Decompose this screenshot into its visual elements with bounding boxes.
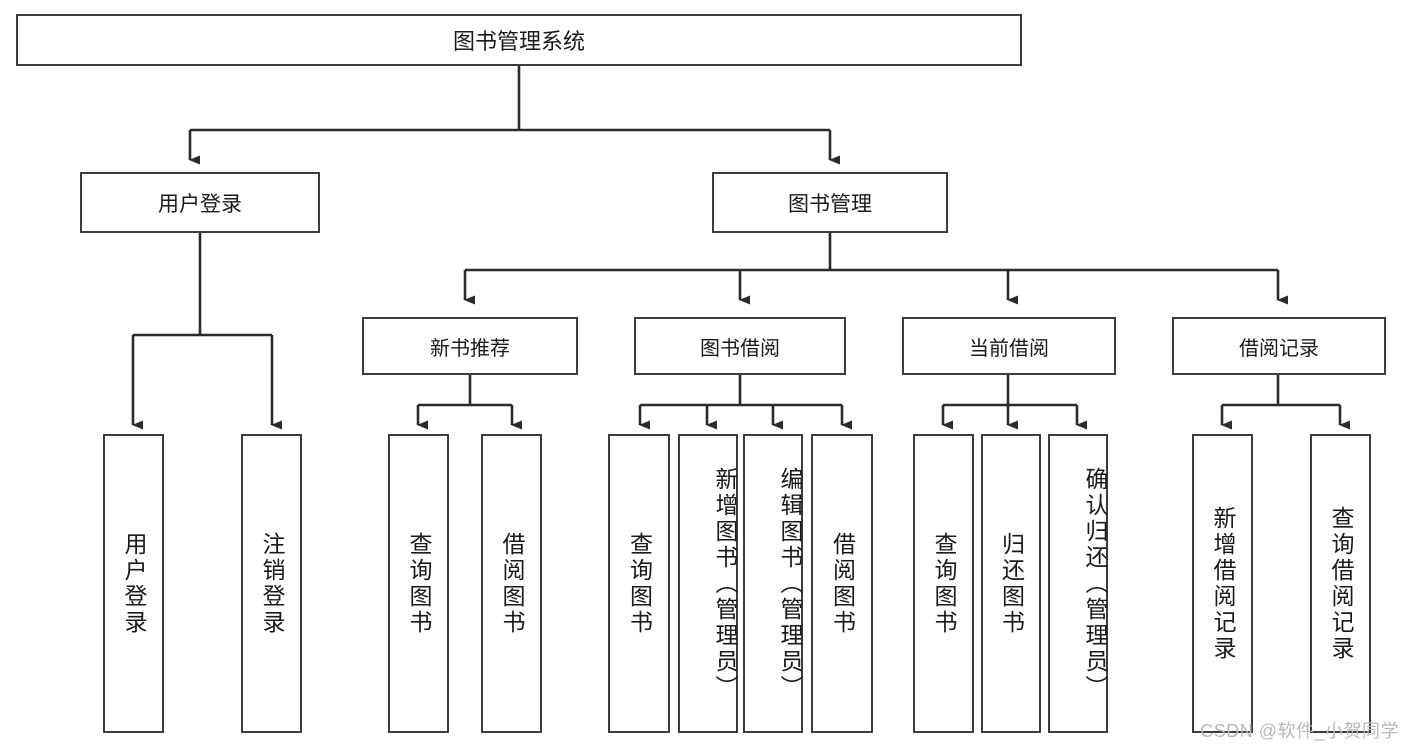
node-leaf-add-book[interactable]: 新增图书（管理员） bbox=[678, 434, 738, 733]
node-leaf-query-book-3-label: 查询图书 bbox=[931, 531, 957, 636]
csdn-watermark: CSDN @软件_小贺同学 bbox=[1200, 721, 1399, 741]
node-leaf-confirm-return-label: 确认归还（管理员） bbox=[1082, 466, 1108, 701]
node-borrow-record[interactable]: 借阅记录 bbox=[1172, 317, 1386, 375]
node-new-book-recommend-label: 新书推荐 bbox=[430, 337, 510, 360]
node-leaf-confirm-return[interactable]: 确认归还（管理员） bbox=[1048, 434, 1108, 733]
node-leaf-query-book-3[interactable]: 查询图书 bbox=[913, 434, 974, 733]
node-leaf-query-record-label: 查询借阅记录 bbox=[1328, 505, 1354, 662]
node-leaf-return-book[interactable]: 归还图书 bbox=[981, 434, 1041, 733]
node-leaf-return-book-label: 归还图书 bbox=[998, 531, 1025, 636]
node-leaf-borrow-book-2[interactable]: 借阅图书 bbox=[811, 434, 873, 733]
node-leaf-borrow-book-1-label: 借阅图书 bbox=[499, 531, 525, 636]
node-leaf-user-login[interactable]: 用户登录 bbox=[103, 434, 164, 733]
node-leaf-borrow-book-2-label: 借阅图书 bbox=[829, 531, 856, 636]
node-current-borrow-label: 当前借阅 bbox=[969, 337, 1049, 360]
node-leaf-query-book-1-label: 查询图书 bbox=[406, 531, 432, 636]
node-book-management[interactable]: 图书管理 bbox=[712, 172, 948, 233]
node-leaf-query-book-2-label: 查询图书 bbox=[626, 531, 653, 636]
node-leaf-borrow-book-1[interactable]: 借阅图书 bbox=[481, 434, 542, 733]
node-leaf-query-book-1[interactable]: 查询图书 bbox=[388, 434, 449, 733]
node-leaf-add-book-label: 新增图书（管理员） bbox=[712, 466, 738, 701]
node-book-borrow-label: 图书借阅 bbox=[700, 337, 780, 360]
node-leaf-edit-book[interactable]: 编辑图书（管理员） bbox=[743, 434, 803, 733]
node-leaf-edit-book-label: 编辑图书（管理员） bbox=[777, 466, 803, 701]
node-user-login[interactable]: 用户登录 bbox=[80, 172, 320, 233]
node-user-login-label: 用户登录 bbox=[158, 192, 242, 216]
node-leaf-query-book-2[interactable]: 查询图书 bbox=[608, 434, 670, 733]
node-current-borrow[interactable]: 当前借阅 bbox=[902, 317, 1116, 375]
node-book-borrow[interactable]: 图书借阅 bbox=[634, 317, 846, 375]
node-leaf-add-record[interactable]: 新增借阅记录 bbox=[1192, 434, 1253, 733]
node-leaf-logout-login[interactable]: 注销登录 bbox=[241, 434, 302, 733]
node-new-book-recommend[interactable]: 新书推荐 bbox=[362, 317, 578, 375]
node-borrow-record-label: 借阅记录 bbox=[1239, 337, 1319, 360]
node-root-system[interactable]: 图书管理系统 bbox=[16, 14, 1022, 66]
node-leaf-query-record[interactable]: 查询借阅记录 bbox=[1310, 434, 1371, 733]
node-root-label: 图书管理系统 bbox=[452, 29, 585, 54]
node-leaf-add-record-label: 新增借阅记录 bbox=[1210, 505, 1236, 662]
node-leaf-logout-login-label: 注销登录 bbox=[259, 531, 285, 636]
node-leaf-user-login-label: 用户登录 bbox=[121, 531, 147, 636]
node-book-management-label: 图书管理 bbox=[788, 192, 872, 216]
